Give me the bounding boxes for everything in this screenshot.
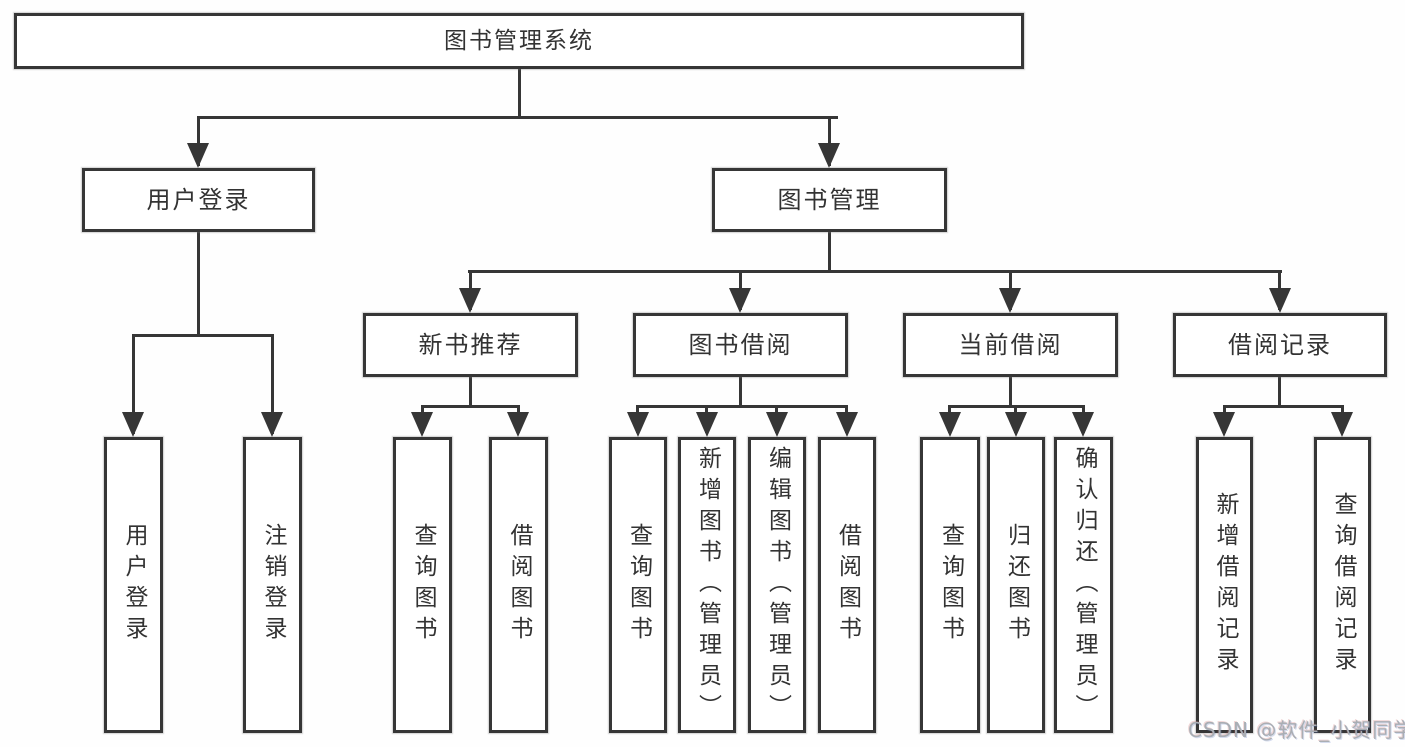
leaf-query-books-recommend: 查询图书: [393, 437, 452, 733]
leaf-edit-books-admin: 编辑图书（管理员）: [748, 437, 806, 733]
node-current-borrow-label: 当前借阅: [958, 331, 1063, 359]
arrow-down-icon: [818, 143, 840, 168]
arrow-down-icon: [411, 412, 433, 437]
leaf-query-books-recommend-label: 查询图书: [410, 523, 436, 647]
connector-line: [636, 405, 848, 408]
node-borrow-records: 借阅记录: [1173, 313, 1387, 377]
leaf-add-books-admin: 新增图书（管理员）: [678, 437, 736, 733]
connector-line: [132, 334, 135, 434]
leaf-borrow-books-recommend: 借阅图书: [489, 437, 548, 733]
node-book-management-label: 图书管理: [777, 186, 882, 214]
arrow-down-icon: [261, 412, 283, 437]
connector-line: [421, 405, 520, 408]
watermark: CSDN @软件_小贺同学: [1188, 718, 1405, 742]
leaf-query-books-borrow: 查询图书: [609, 437, 667, 733]
arrow-down-icon: [459, 288, 481, 313]
arrow-down-icon: [627, 412, 649, 437]
leaf-borrow-books-label: 借阅图书: [834, 523, 861, 647]
connector-line: [271, 334, 274, 434]
node-book-borrow: 图书借阅: [633, 313, 848, 377]
node-borrow-records-label: 借阅记录: [1228, 331, 1332, 359]
arrow-down-icon: [1072, 412, 1094, 437]
arrow-down-icon: [766, 412, 788, 437]
node-user-login-label: 用户登录: [146, 186, 251, 214]
arrow-down-icon: [1005, 412, 1027, 437]
connector-line: [739, 377, 742, 408]
leaf-query-borrow-record-label: 查询借阅记录: [1330, 492, 1356, 678]
connector-line: [828, 232, 831, 273]
node-book-borrow-label: 图书借阅: [688, 331, 793, 359]
connector-line: [197, 116, 200, 166]
node-new-book-recommend-label: 新书推荐: [418, 331, 523, 359]
arrow-down-icon: [939, 412, 961, 437]
connector-line: [518, 69, 521, 117]
leaf-logout: 注销登录: [243, 437, 302, 733]
node-current-borrow: 当前借阅: [903, 313, 1118, 377]
arrow-down-icon: [1269, 288, 1291, 313]
node-book-management: 图书管理: [712, 168, 947, 232]
leaf-confirm-return-admin: 确认归还（管理员）: [1054, 437, 1113, 733]
leaf-borrow-books-recommend-label: 借阅图书: [506, 523, 532, 647]
leaf-query-borrow-record: 查询借阅记录: [1314, 437, 1371, 733]
leaf-add-borrow-record: 新增借阅记录: [1196, 437, 1253, 733]
connector-line: [468, 270, 1282, 273]
leaf-add-books-admin-label: 新增图书（管理员）: [694, 445, 721, 725]
connector-line: [828, 116, 831, 166]
leaf-user-login-label: 用户登录: [121, 523, 147, 647]
connector-line: [197, 232, 200, 337]
node-new-book-recommend: 新书推荐: [363, 313, 578, 377]
arrow-down-icon: [696, 412, 718, 437]
leaf-return-books: 归还图书: [987, 437, 1045, 733]
leaf-query-books-current-label: 查询图书: [937, 523, 964, 647]
connector-line: [1223, 405, 1344, 408]
leaf-query-books-current: 查询图书: [920, 437, 980, 733]
node-root-label: 图书管理系统: [444, 27, 594, 54]
arrow-down-icon: [187, 143, 209, 168]
arrow-down-icon: [507, 412, 529, 437]
connector-line: [197, 116, 838, 119]
leaf-query-books-borrow-label: 查询图书: [625, 523, 652, 647]
leaf-add-borrow-record-label: 新增借阅记录: [1212, 492, 1238, 678]
leaf-logout-label: 注销登录: [260, 523, 286, 647]
leaf-borrow-books: 借阅图书: [818, 437, 876, 733]
arrow-down-icon: [729, 288, 751, 313]
arrow-down-icon: [1331, 412, 1353, 437]
connector-line: [1009, 377, 1012, 408]
connector-line: [469, 377, 472, 408]
arrow-down-icon: [999, 288, 1021, 313]
connector-line: [1278, 377, 1281, 408]
arrow-down-icon: [1213, 412, 1235, 437]
node-root: 图书管理系统: [14, 13, 1024, 69]
node-user-login: 用户登录: [82, 168, 315, 232]
arrow-down-icon: [836, 412, 858, 437]
leaf-edit-books-admin-label: 编辑图书（管理员）: [764, 445, 791, 725]
connector-line: [132, 334, 274, 337]
leaf-user-login: 用户登录: [104, 437, 163, 733]
arrow-down-icon: [122, 412, 144, 437]
leaf-return-books-label: 归还图书: [1003, 523, 1030, 647]
leaf-confirm-return-admin-label: 确认归还（管理员）: [1071, 445, 1097, 725]
